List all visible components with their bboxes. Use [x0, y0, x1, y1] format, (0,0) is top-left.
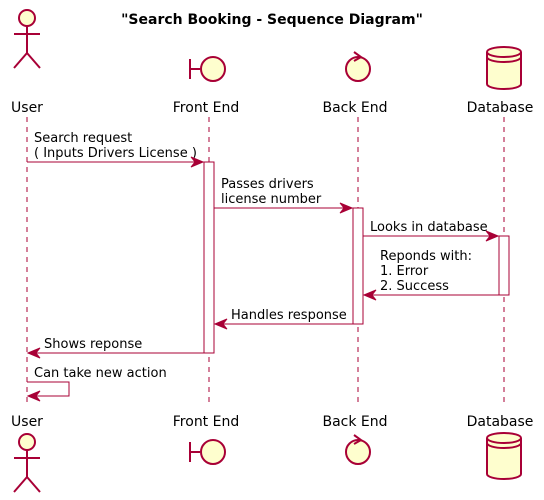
message-1-line-2: ( Inputs Drivers License )	[34, 146, 197, 161]
message-3-arrowhead	[485, 230, 500, 242]
boundary-icon	[189, 56, 226, 82]
activation-backend	[352, 207, 364, 325]
message-4-line-3: 2. Success	[380, 279, 449, 294]
participant-label-user: User	[11, 100, 43, 116]
message-2-line-2: license number	[221, 192, 322, 207]
message-4-line-2: 1. Error	[380, 264, 429, 279]
message-6-arrowhead	[26, 347, 41, 359]
message-2-line-1: Passes drivers	[221, 177, 314, 192]
message-5-arrowhead	[213, 318, 228, 330]
actor-icon	[13, 433, 41, 493]
participant-label-database: Database	[467, 100, 534, 116]
diagram-title: "Search Booking - Sequence Diagram"	[121, 12, 423, 28]
message-6-line-1: Shows reponse	[44, 337, 142, 352]
boundary-icon	[189, 439, 226, 465]
message-7-line-1: Can take new action	[34, 366, 167, 381]
message-7-arrow	[27, 381, 70, 397]
participant-footer-label-database: Database	[467, 414, 534, 430]
control-icon	[345, 51, 371, 82]
participant-footer-label-backend: Back End	[322, 414, 387, 430]
message-1-arrowhead	[190, 156, 205, 168]
message-7-arrowhead	[26, 390, 41, 402]
message-5-line-1: Handles response	[231, 308, 347, 323]
database-icon	[486, 46, 522, 90]
participant-label-backend: Back End	[322, 100, 387, 116]
activation-frontend	[203, 161, 215, 354]
participant-label-frontend: Front End	[173, 100, 239, 116]
message-4-arrowhead	[362, 289, 377, 301]
message-2-arrowhead	[339, 202, 354, 214]
participant-footer-label-frontend: Front End	[173, 414, 239, 430]
actor-icon	[13, 9, 41, 69]
participant-footer-label-user: User	[11, 414, 43, 430]
control-icon	[345, 434, 371, 465]
activation-database	[498, 235, 510, 296]
database-icon	[486, 432, 522, 480]
message-4-line-1: Reponds with:	[380, 249, 472, 264]
message-1-line-1: Search request	[34, 131, 132, 146]
message-3-line-1: Looks in database	[370, 220, 488, 235]
